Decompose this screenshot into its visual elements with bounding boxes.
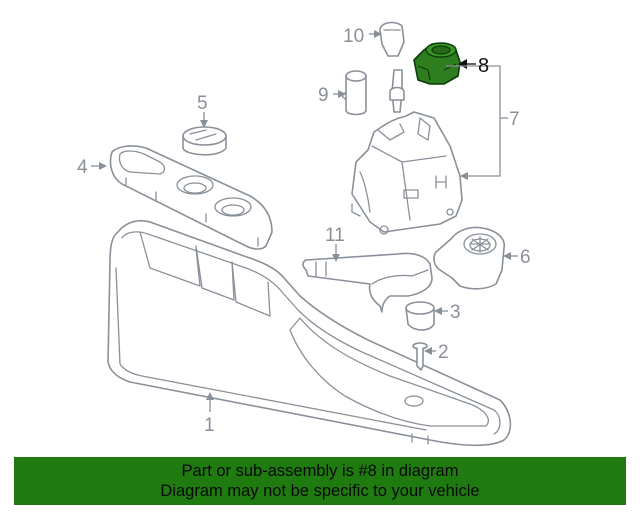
part-10-shift-knob[interactable] [379, 21, 405, 57]
callout-1: 1 [204, 415, 215, 436]
part-6-shifter-bezel[interactable] [433, 226, 506, 290]
callout-5: 5 [197, 93, 208, 114]
banner-line-1: Part or sub-assembly is #8 in diagram [181, 462, 459, 480]
info-banner: Part or sub-assembly is #8 in diagram Di… [14, 457, 626, 505]
part-5-plug[interactable] [182, 126, 227, 156]
part-3-cap[interactable] [405, 301, 435, 331]
banner-line-2: Diagram may not be specific to your vehi… [160, 482, 480, 500]
part-2-screw[interactable] [412, 342, 428, 371]
callout-7: 7 [509, 109, 520, 130]
callout-10: 10 [343, 26, 364, 47]
callout-2: 2 [438, 342, 449, 363]
leader-lines [91, 30, 518, 412]
part-11-brake-handle[interactable] [302, 252, 433, 313]
part-7-shifter-assembly[interactable] [351, 69, 463, 235]
callout-8: 8 [478, 55, 489, 77]
part-9-knob-insert[interactable] [341, 70, 367, 116]
callout-3: 3 [450, 302, 461, 323]
callout-6: 6 [520, 247, 531, 268]
parts-diagram: 10 8 9 7 5 4 11 6 3 2 1 [77, 21, 531, 447]
part-8-highlighted[interactable] [413, 42, 461, 85]
callout-9: 9 [318, 85, 329, 106]
callout-4: 4 [77, 157, 88, 178]
part-4-console-bezel[interactable] [109, 145, 273, 250]
part-1-console-body[interactable] [107, 219, 512, 447]
callout-11: 11 [325, 225, 345, 246]
